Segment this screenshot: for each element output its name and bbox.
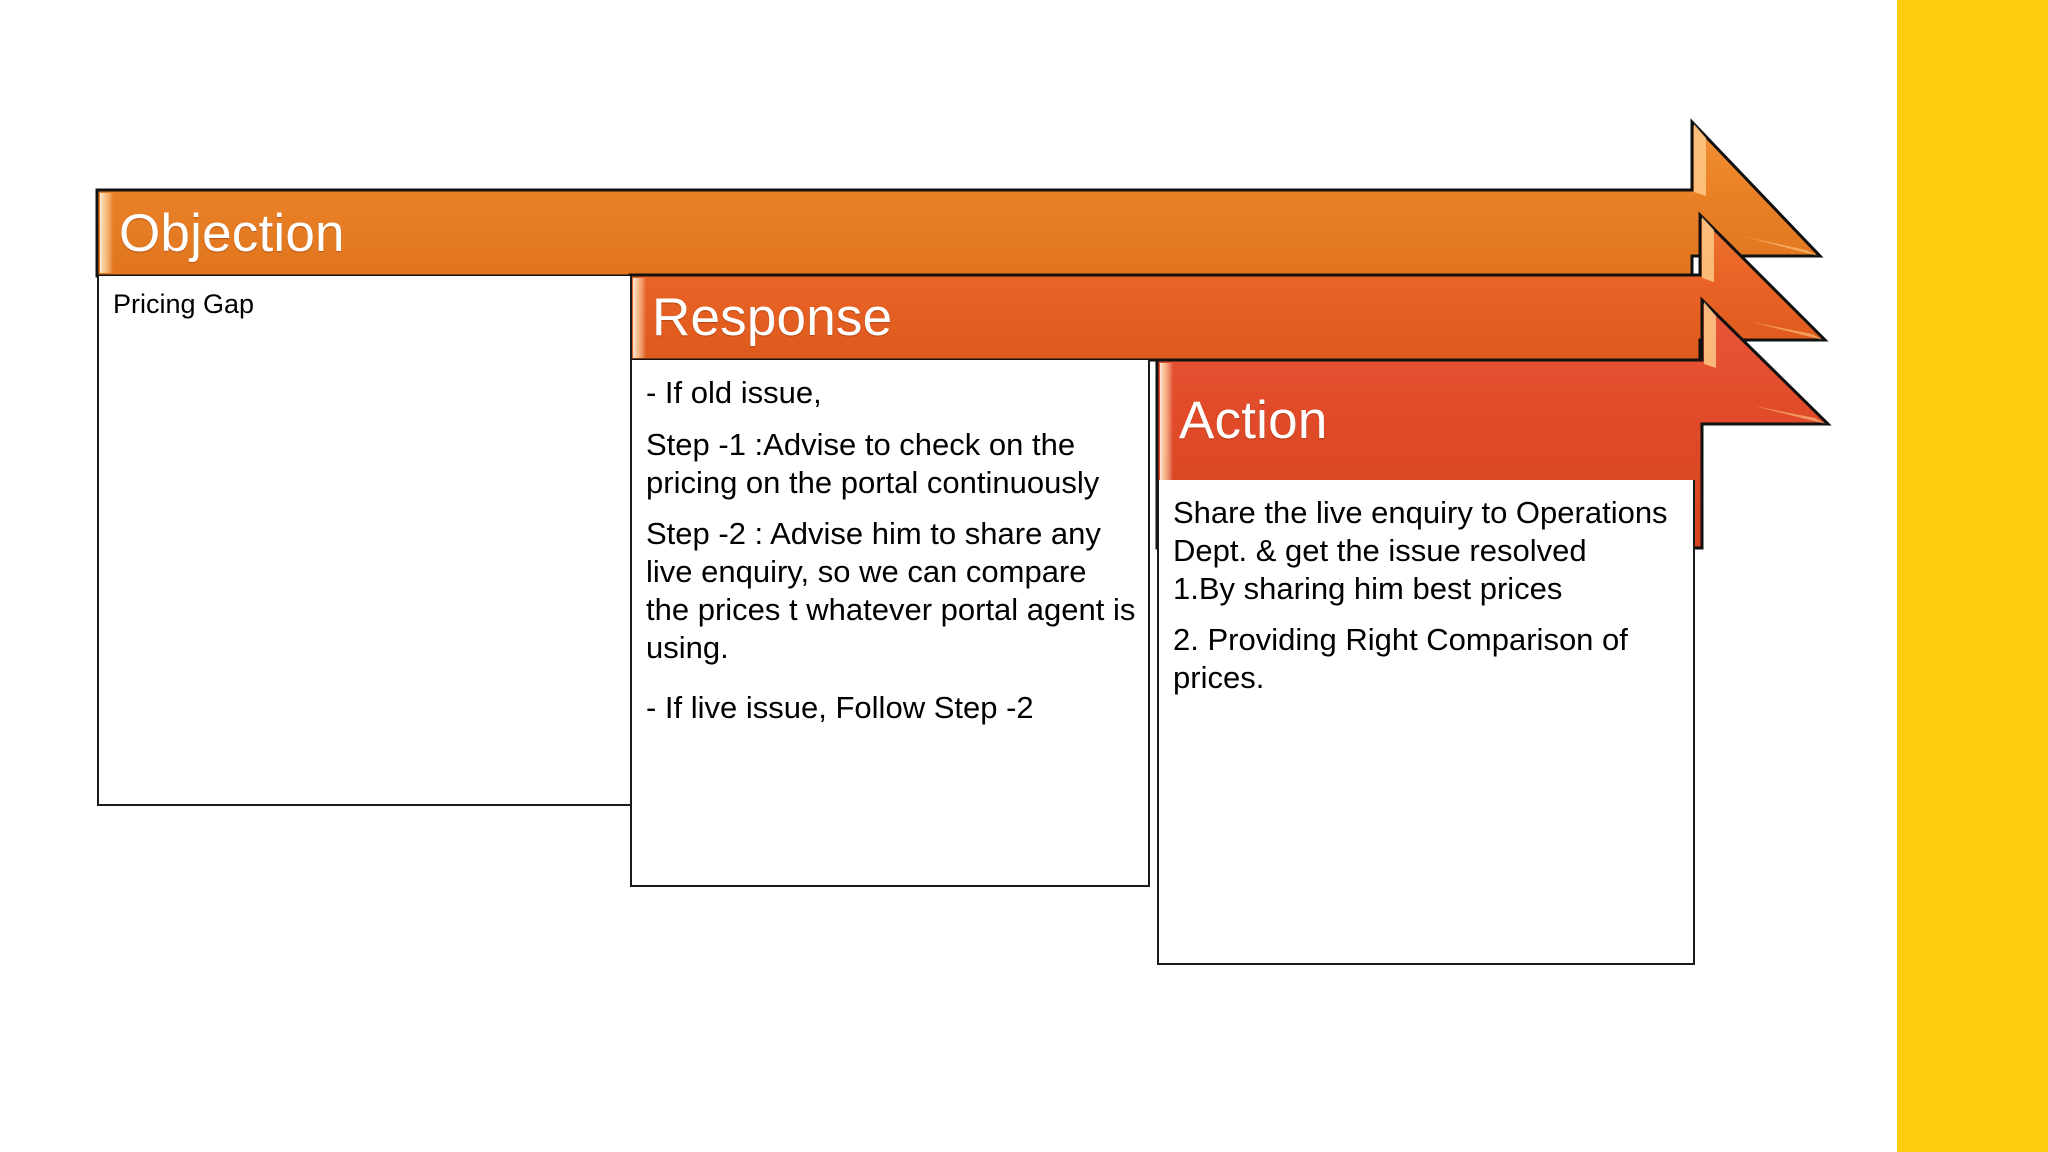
action-body-box: Share the live enquiry to Operations Dep… bbox=[1157, 480, 1695, 965]
response-paragraph-2: Step -1 :Advise to check on the pricing … bbox=[646, 426, 1100, 500]
objection-body-text: Pricing Gap bbox=[99, 276, 630, 331]
objection-header[interactable]: Objection bbox=[97, 190, 1692, 276]
action-paragraph-3: 2. Providing Right Comparison of prices. bbox=[1173, 622, 1628, 696]
action-body-text: Share the live enquiry to Operations Dep… bbox=[1159, 480, 1693, 707]
response-paragraph-1: - If old issue, bbox=[646, 375, 822, 410]
right-accent-bar bbox=[1897, 0, 2048, 1152]
objection-header-label: Objection bbox=[119, 203, 345, 263]
action-header[interactable]: Action bbox=[1157, 360, 1702, 480]
action-header-label: Action bbox=[1179, 390, 1328, 450]
response-paragraph-3: Step -2 : Advise him to share any live e… bbox=[646, 516, 1136, 665]
response-body-text: - If old issue, Step -1 :Advise to check… bbox=[632, 360, 1148, 737]
objection-paragraph: Pricing Gap bbox=[113, 289, 255, 319]
response-paragraph-4: - If live issue, Follow Step -2 bbox=[646, 689, 1034, 725]
action-paragraph-1: Share the live enquiry to Operations Dep… bbox=[1173, 495, 1668, 568]
objection-body-box: Pricing Gap bbox=[97, 276, 632, 806]
response-header[interactable]: Response bbox=[630, 275, 1700, 360]
response-header-label: Response bbox=[652, 288, 893, 347]
action-paragraph-2: 1.By sharing him best prices bbox=[1173, 570, 1563, 606]
response-body-box: - If old issue, Step -1 :Advise to check… bbox=[630, 360, 1150, 887]
